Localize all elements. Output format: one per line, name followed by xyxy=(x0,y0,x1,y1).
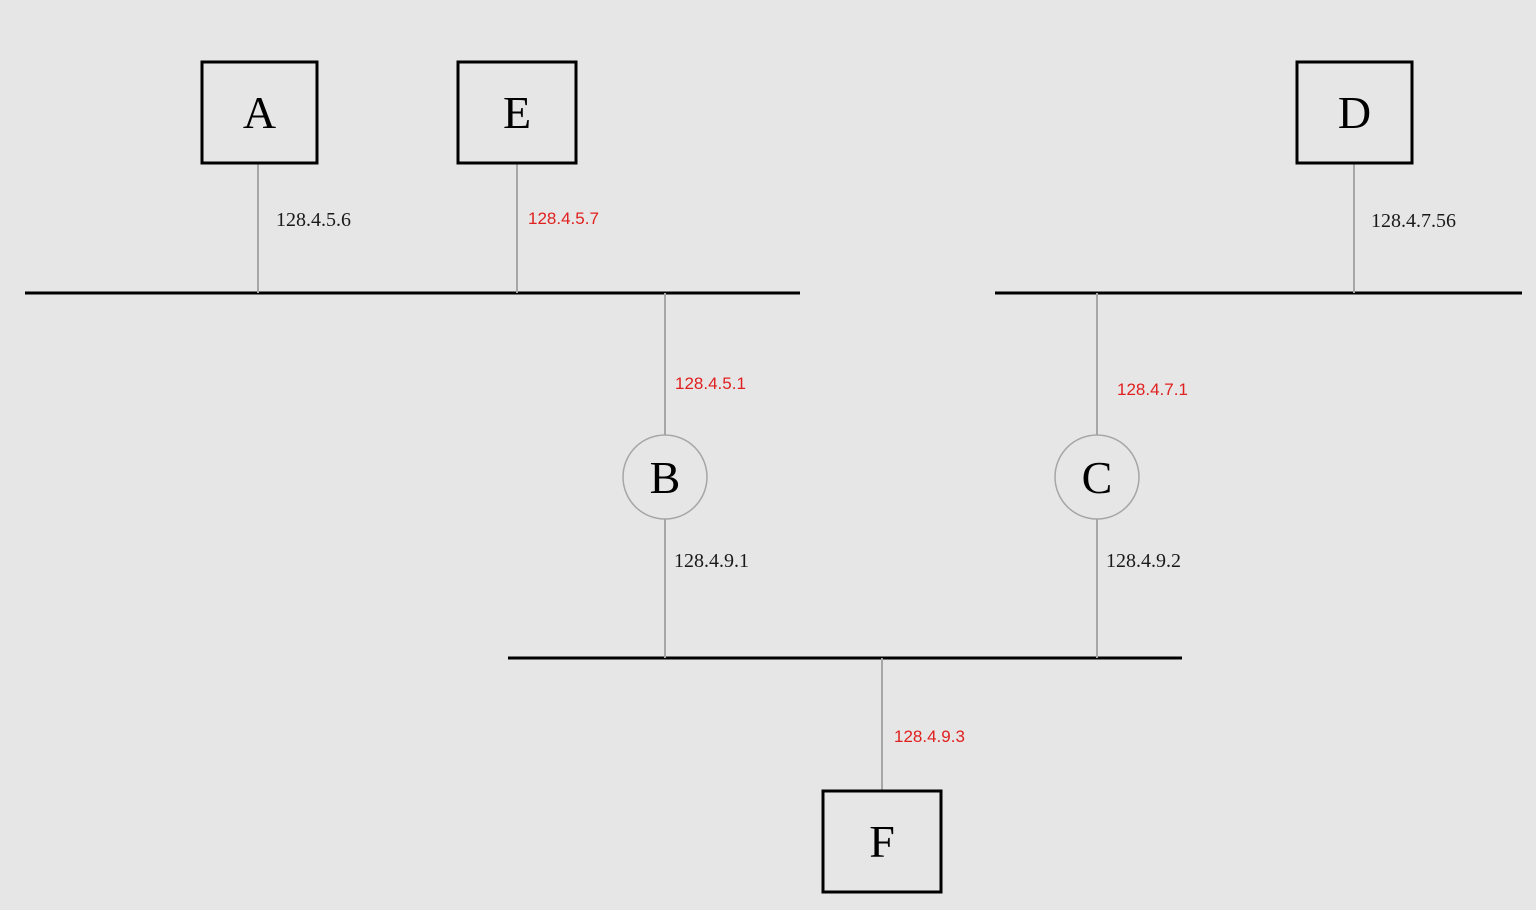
host-A: A xyxy=(200,60,319,165)
address-A: 128.4.5.6 xyxy=(276,209,351,231)
host-D: D xyxy=(1295,60,1414,165)
address-E: 128.4.5.7 xyxy=(528,209,599,228)
host-A-box xyxy=(200,60,319,165)
router-C: C xyxy=(1054,434,1140,520)
host-D-label: D xyxy=(1338,87,1371,138)
router-C-label: C xyxy=(1082,452,1113,503)
host-F-box xyxy=(821,789,943,894)
address-B-top: 128.4.5.1 xyxy=(675,374,746,393)
host-E: E xyxy=(456,60,578,165)
address-C-bottom: 128.4.9.2 xyxy=(1106,550,1181,572)
host-E-label: E xyxy=(503,87,531,138)
router-B-circle xyxy=(622,434,708,520)
host-E-box xyxy=(456,60,578,165)
address-D: 128.4.7.56 xyxy=(1371,210,1456,232)
address-F: 128.4.9.3 xyxy=(894,727,965,746)
address-C-top: 128.4.7.1 xyxy=(1117,380,1188,399)
router-B-label: B xyxy=(650,452,681,503)
router-C-circle xyxy=(1054,434,1140,520)
router-B: B xyxy=(622,434,708,520)
host-A-label: A xyxy=(243,87,276,138)
address-B-bottom: 128.4.9.1 xyxy=(674,550,749,572)
host-F-label: F xyxy=(869,816,895,867)
host-D-box xyxy=(1295,60,1414,165)
host-F: F xyxy=(821,789,943,894)
